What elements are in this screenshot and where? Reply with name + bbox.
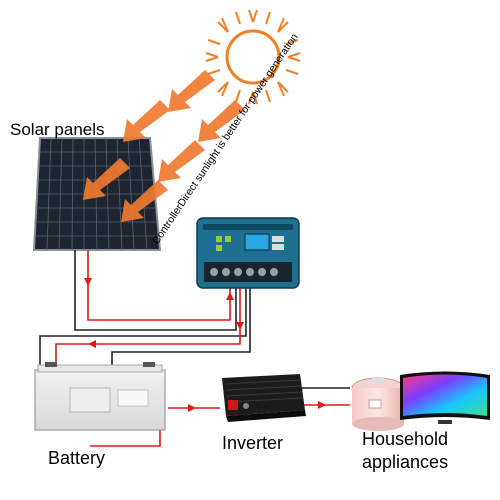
rice-cooker-icon [351, 377, 405, 431]
battery-label: Battery [48, 448, 106, 468]
sunlight-arrows [83, 70, 245, 222]
charge-controller-icon [196, 217, 300, 289]
wire-arrows [84, 278, 326, 412]
inverter-label: Inverter [222, 433, 284, 453]
inverter-icon [222, 374, 306, 422]
solar-panels-label: Solar panels [10, 120, 105, 139]
sun-icon [205, 9, 301, 105]
battery-icon [34, 362, 166, 431]
household-label-line1: Household [362, 429, 449, 449]
television-icon [400, 371, 490, 424]
household-label-line2: appliances [362, 452, 449, 472]
wiring [39, 250, 350, 447]
